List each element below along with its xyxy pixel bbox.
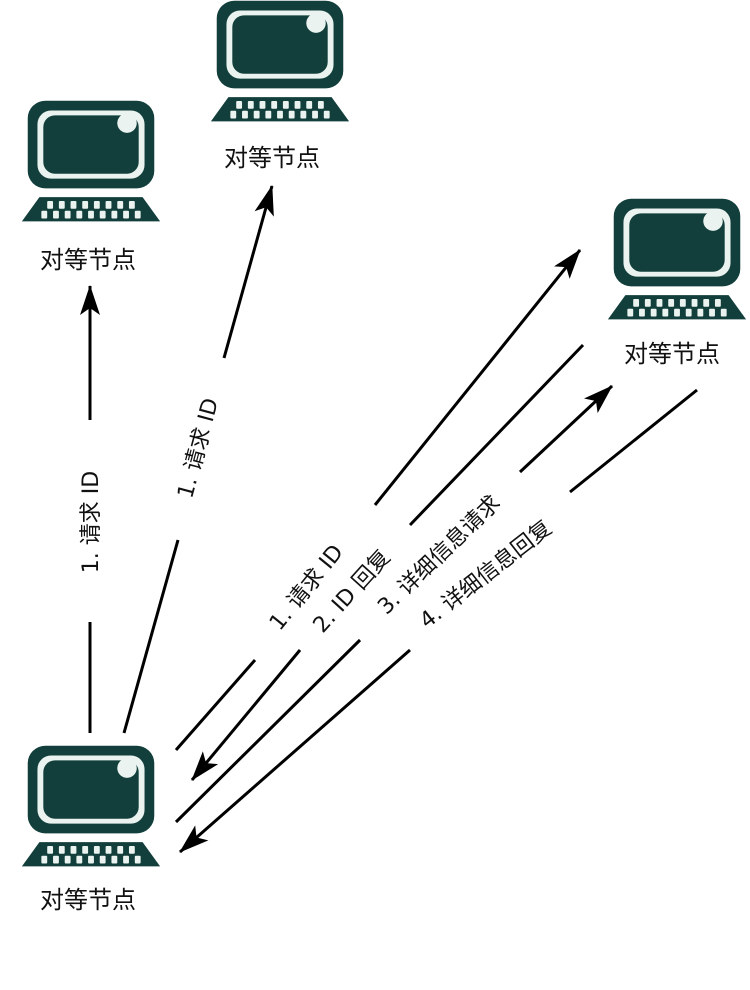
edge-line-request-right-lower: [174, 659, 257, 751]
edge-label-request-id-left: 1. 请求 ID: [79, 471, 104, 573]
edge-arrow-request-right-upper: [373, 249, 582, 506]
edge-arrow-center-upper: [222, 185, 274, 359]
edge-line-id-reply-upper: [408, 343, 585, 527]
edge-arrow-id-reply-lower: [190, 649, 302, 781]
edge-line-center-lower: [122, 539, 180, 734]
node-label-bottom-left: 对等节点: [40, 886, 136, 914]
computer-icon-right: [607, 198, 747, 320]
edge-arrow-detail-request-upper: [518, 384, 614, 474]
computer-icon-top-left: [21, 100, 161, 222]
edge-label-request-id-center: 1. 请求 ID: [173, 396, 224, 501]
computer-icon-top-center: [210, 0, 350, 122]
edge-line-detail-reply-upper: [569, 388, 698, 494]
computer-icon-bottom-left: [21, 745, 161, 867]
node-label-right: 对等节点: [624, 340, 720, 368]
edge-line-detail-request-lower: [174, 638, 362, 824]
node-label-top-left: 对等节点: [40, 246, 136, 274]
node-label-top-center: 对等节点: [224, 144, 320, 172]
edge-arrow-detail-reply-lower: [179, 648, 411, 854]
